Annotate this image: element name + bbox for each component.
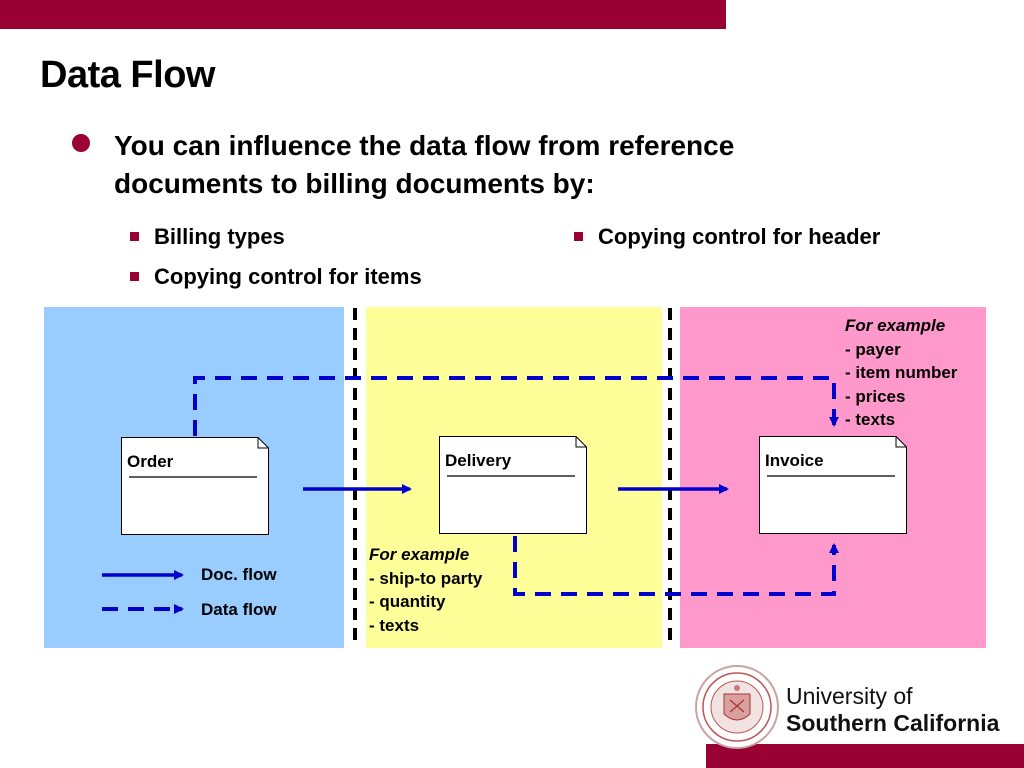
university-name-line2: Southern California [786,710,1000,736]
sub-bullet-label: Copying control for header [598,224,881,249]
delivery-document: Delivery [439,436,587,534]
sub-bullet-copy-items: Copying control for items [130,264,422,290]
delivery-example-note: For example - ship-to party - quantity -… [369,543,482,637]
order-label: Order [127,452,174,471]
square-bullet-icon [130,231,139,241]
note-heading: For example [845,316,946,335]
note-item: - texts [845,410,896,429]
delivery-label: Delivery [445,451,512,470]
invoice-label: Invoice [765,451,824,470]
legend-doc-flow-label: Doc. flow [201,565,277,584]
order-document: Order [121,437,269,535]
slide-title: Data Flow [40,54,215,96]
document-icon [121,437,269,535]
square-bullet-icon [130,271,139,281]
sub-bullet-copy-header: Copying control for header [574,224,880,250]
document-icon [759,436,907,534]
document-icon [439,436,587,534]
sub-bullet-label: Copying control for items [154,264,422,289]
university-wordmark: University of Southern California [786,683,999,737]
square-bullet-icon [574,231,583,241]
university-seal-icon [695,665,779,749]
note-item: - prices [845,386,906,406]
invoice-example-note: For example - payer - item number - pric… [845,314,957,432]
note-item: - quantity [369,592,446,611]
note-item: - payer [845,339,901,359]
university-name-line1: University of [786,683,913,709]
top-accent-bar [0,0,726,29]
note-heading: For example [369,545,470,564]
legend-data-flow-label: Data flow [201,600,277,619]
note-item: - item number [845,363,958,382]
data-flow-delivery-invoice [513,536,839,596]
note-item: - ship-to party [369,568,483,588]
sub-bullet-label: Billing types [154,224,285,249]
main-bullet-dot [72,134,90,152]
sub-bullet-billing-types: Billing types [130,224,285,250]
data-flow-order-invoice [193,376,839,436]
note-item: - texts [369,615,420,635]
bottom-accent-bar [706,744,1024,768]
invoice-document: Invoice [759,436,907,534]
main-bullet-text: You can influence the data flow from ref… [114,130,735,199]
